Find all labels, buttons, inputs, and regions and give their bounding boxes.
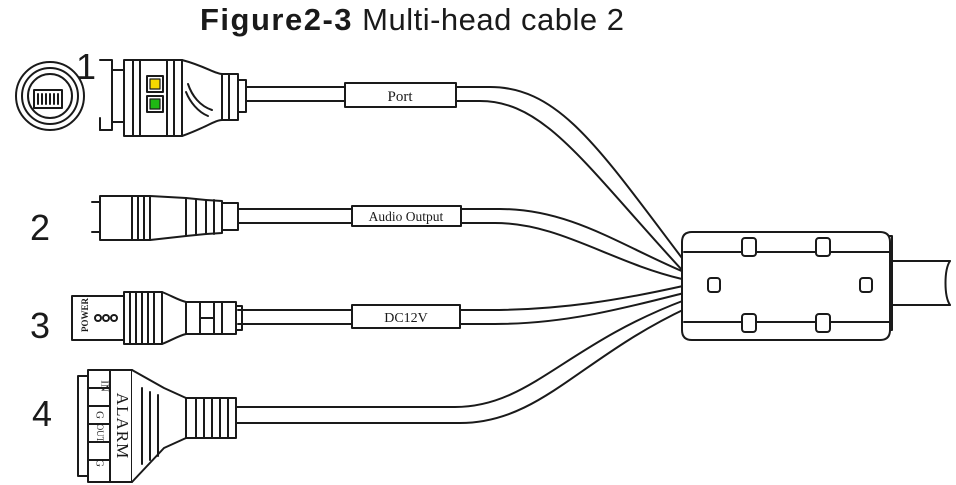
port-number-2: 2 xyxy=(30,207,51,248)
audio-connector xyxy=(91,195,239,241)
cable-dc xyxy=(237,285,685,325)
led-green xyxy=(149,98,161,110)
port-number-4: 4 xyxy=(32,393,53,434)
alarm-pin-1: IN xyxy=(98,380,110,392)
dc-connector: POWER xyxy=(71,291,243,345)
alarm-label: ALARM xyxy=(113,393,132,459)
label-audio: Audio Output xyxy=(369,209,444,224)
port-number-1: 1 xyxy=(76,46,97,87)
label-port: Port xyxy=(387,89,413,105)
alarm-connector: IN G OUT G ALARM xyxy=(77,369,237,483)
port-number-3: 3 xyxy=(30,305,51,346)
power-label: POWER xyxy=(80,297,90,332)
junction-block xyxy=(681,231,951,341)
alarm-pin-4: G xyxy=(93,459,105,467)
figure-caption: Multi-head cable 2 xyxy=(362,2,625,37)
figure-label: Figure2-3 xyxy=(200,2,354,37)
cable-audio xyxy=(237,208,685,280)
label-dc-box: DC12V xyxy=(351,304,461,329)
alarm-pin-3: OUT xyxy=(95,424,105,443)
cable-port xyxy=(245,86,686,271)
cable-alarm xyxy=(235,299,688,424)
alarm-pin-2: G xyxy=(93,411,105,419)
led-yellow xyxy=(149,78,161,90)
rj45-connector xyxy=(15,59,247,137)
label-dc: DC12V xyxy=(384,311,428,326)
label-port-box: Port xyxy=(344,82,457,108)
label-audio-box: Audio Output xyxy=(351,205,462,227)
